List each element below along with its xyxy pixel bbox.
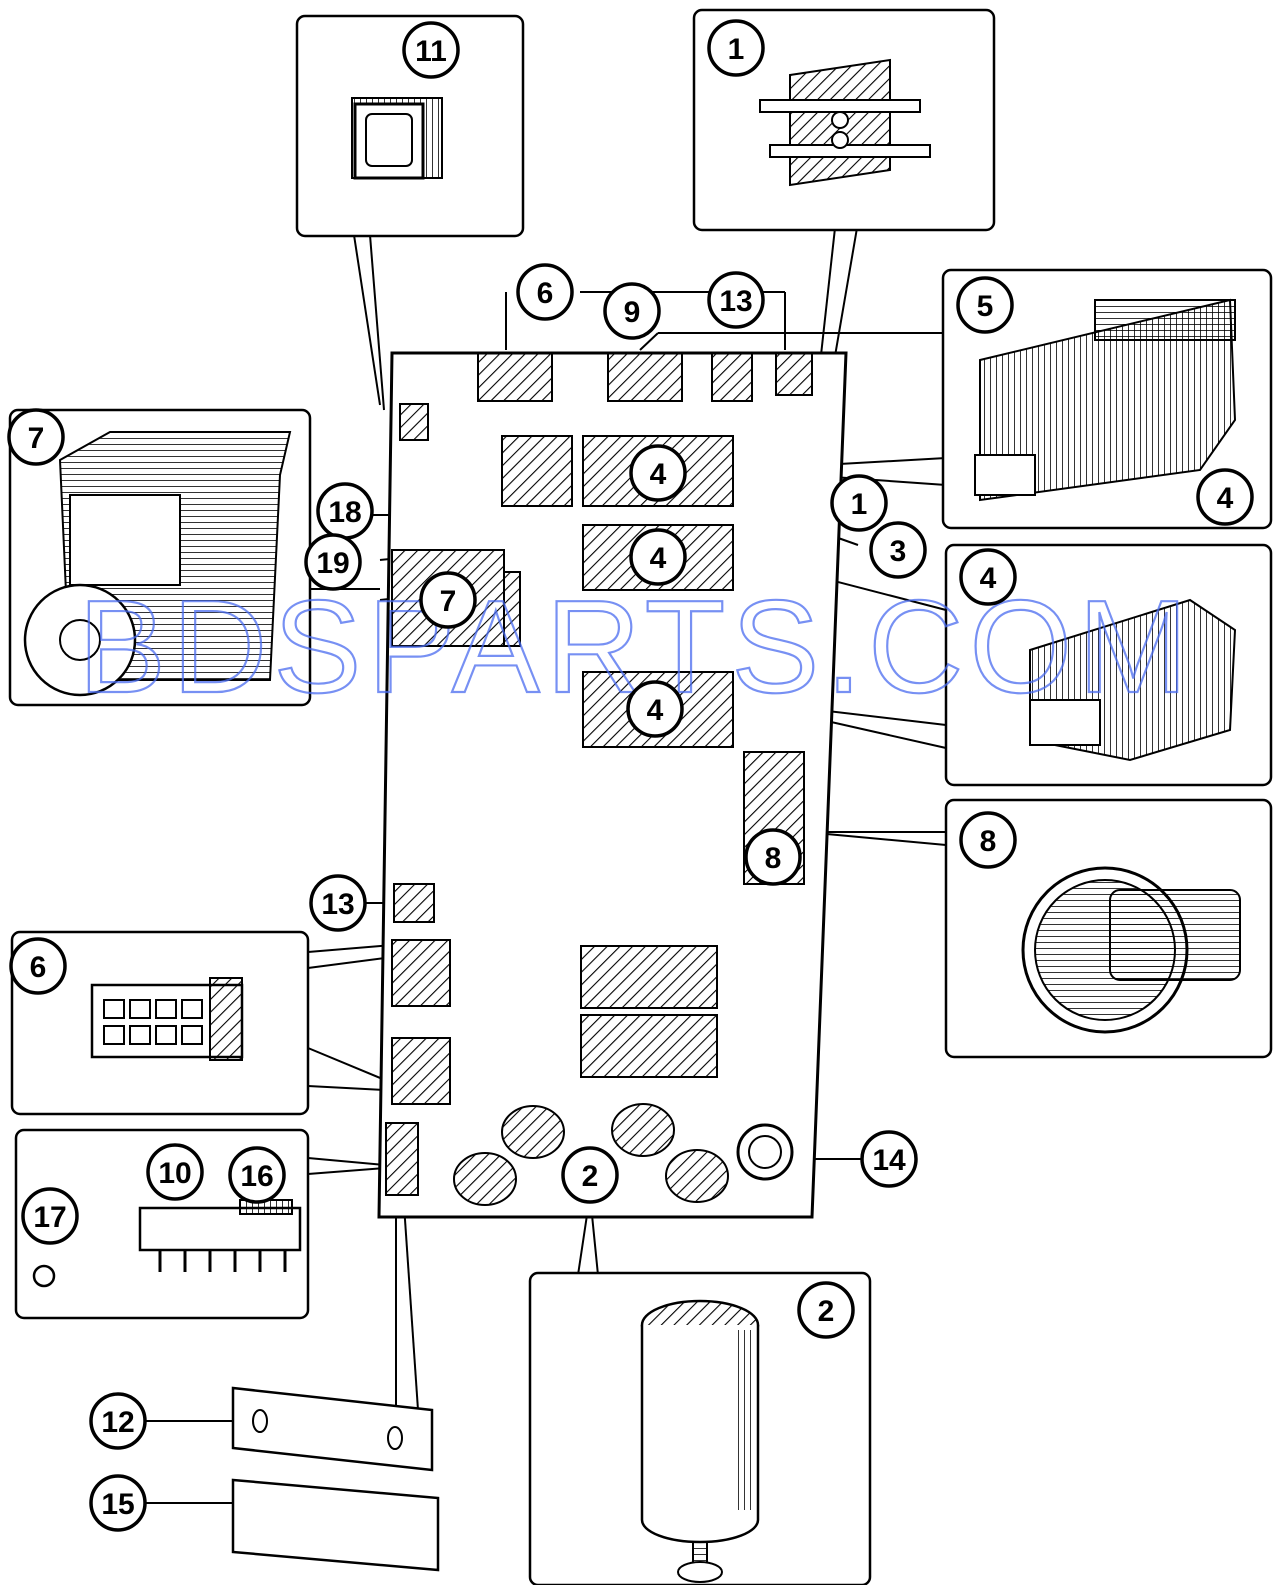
callout-1: 1: [707, 19, 765, 77]
callout-13: 13: [309, 874, 367, 932]
callout-number: 4: [980, 562, 997, 595]
callout-14: 14: [860, 1130, 918, 1188]
detail-box-2: [528, 1271, 872, 1585]
main-board: [377, 351, 848, 1219]
callout-9: 9: [603, 282, 661, 340]
callout-number: 4: [647, 694, 664, 727]
callout-number: 8: [765, 842, 782, 875]
detail-box-4: [944, 543, 1273, 787]
part-15-label: [231, 1478, 440, 1572]
detail-box-11: [295, 14, 525, 238]
callout-number: 5: [977, 290, 994, 323]
callout-1: 1: [830, 474, 888, 532]
callout-number: 14: [872, 1144, 906, 1177]
detail-box-5: [941, 268, 1273, 530]
callout-15: 15: [89, 1474, 147, 1532]
callout-number: 7: [440, 585, 457, 618]
callout-number: 9: [624, 296, 641, 329]
callout-number: 18: [328, 496, 361, 529]
callout-number: 8: [980, 825, 997, 858]
callout-number: 6: [537, 277, 554, 310]
callout-number: 4: [650, 458, 667, 491]
callout-6: 6: [9, 937, 67, 995]
callout-number: 4: [1217, 482, 1234, 515]
callout-3: 3: [869, 521, 927, 579]
callout-number: 4: [650, 542, 667, 575]
callout-number: 19: [316, 547, 349, 580]
callout-number: 12: [101, 1406, 134, 1439]
callout-number: 2: [818, 1295, 835, 1328]
callout-number: 11: [415, 35, 447, 68]
callout-number: 15: [101, 1488, 134, 1521]
callout-11: 11: [402, 21, 460, 79]
callout-number: 1: [851, 488, 868, 521]
callout-4: 4: [626, 680, 684, 738]
callout-number: 13: [321, 888, 354, 921]
callout-17: 17: [21, 1187, 79, 1245]
callout-13: 13: [707, 271, 765, 329]
callout-7: 7: [7, 408, 65, 466]
callout-number: 17: [33, 1201, 66, 1234]
detail-box-6: [10, 930, 310, 1116]
callout-2: 2: [797, 1281, 855, 1339]
detail-box-8: [944, 798, 1273, 1059]
callout-4: 4: [959, 548, 1017, 606]
callout-16: 16: [228, 1146, 286, 1204]
callout-number: 13: [719, 285, 752, 318]
callout-number: 6: [30, 951, 47, 984]
callout-number: 2: [582, 1160, 599, 1193]
detail-box-1: [692, 8, 996, 232]
callout-19: 19: [304, 533, 362, 591]
callout-4: 4: [629, 444, 687, 502]
callout-4: 4: [629, 528, 687, 586]
callout-number: 10: [158, 1157, 191, 1190]
callout-18: 18: [316, 482, 374, 540]
detail-box-7: [8, 408, 312, 707]
callout-5: 5: [956, 276, 1014, 334]
callout-8: 8: [959, 811, 1017, 869]
callout-number: 3: [890, 535, 907, 568]
part-12-plate: [231, 1386, 434, 1472]
callout-12: 12: [89, 1392, 147, 1450]
callout-number: 16: [240, 1160, 273, 1193]
callout-number: 7: [28, 422, 45, 455]
callout-7: 7: [419, 571, 477, 629]
callout-6: 6: [516, 263, 574, 321]
callout-10: 10: [146, 1143, 204, 1201]
callout-number: 1: [728, 33, 745, 66]
callout-4: 4: [1196, 468, 1254, 526]
callout-2: 2: [561, 1146, 619, 1204]
callout-8: 8: [744, 828, 802, 886]
